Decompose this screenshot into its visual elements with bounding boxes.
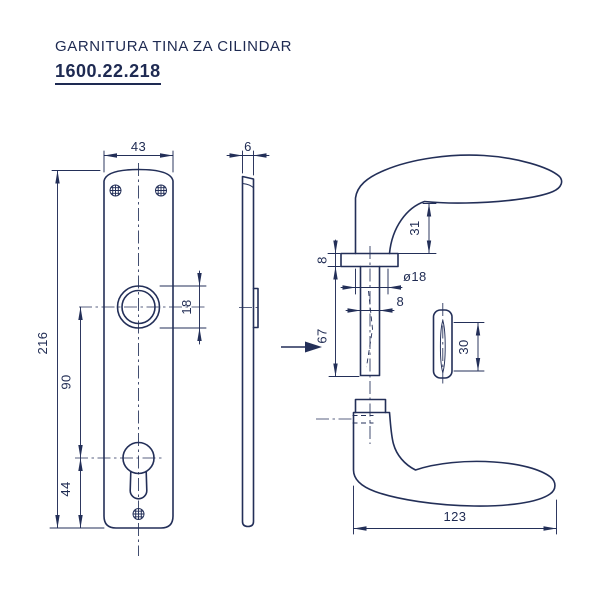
dim-plate-height: 216 [35,332,50,355]
dim-handle-hole: 18 [179,299,194,314]
plate-outline [103,168,174,529]
dim-hole-spacing: 90 [59,374,74,389]
dim-handle-length: 123 [444,509,467,524]
hub-hidden-line [352,415,374,424]
dim-neck-diameter: ø18 [403,269,427,284]
handle-top-outline [354,154,563,255]
side-plate-arch-line [242,183,254,189]
dim-collar-height: 8 [315,256,330,264]
screw-hole [109,184,122,197]
dim-rosette-height: 30 [456,339,471,354]
plate-side-view: 6 [226,139,270,528]
screw-hole [155,184,167,197]
handle-side-hub [354,398,387,414]
product-name: GARNITURA TINA ZA CILINDAR [55,38,293,55]
dim-stem-length: 67 [315,328,330,343]
handle-side-outline [352,411,556,507]
plate-front-view: 43 216 90 44 18 [35,139,207,556]
direction-arrow-icon [281,341,322,353]
dim-bottom-offset: 44 [58,481,73,496]
handle-collar [340,252,399,268]
dim-plate-thickness: 6 [244,139,252,154]
handle-side-view: 123 [316,398,557,535]
spindle-hidden-line [366,290,373,368]
handle-top-view: 31 8 67 ø18 8 [315,154,563,444]
dim-spindle-width: 8 [397,294,405,309]
side-hub [252,287,259,329]
dim-grip-height: 31 [407,220,422,235]
title-block: GARNITURA TINA ZA CILINDAR 1600.22.218 [55,38,292,85]
product-code: 1600.22.218 [55,61,161,85]
dim-plate-width: 43 [131,139,146,154]
side-plate-outline [241,175,255,528]
rosette-side-view: 30 [432,303,485,384]
